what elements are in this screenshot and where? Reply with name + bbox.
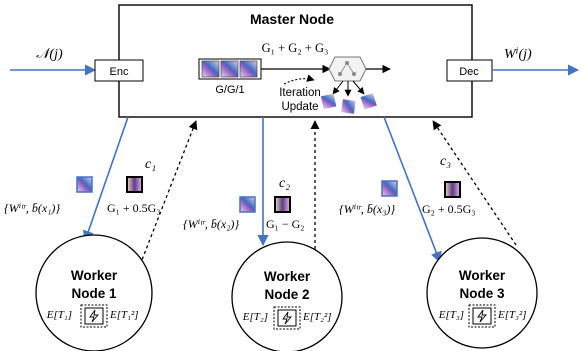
master-node-title: Master Node bbox=[250, 11, 334, 27]
chip-lightning-icon bbox=[80, 304, 108, 328]
enc-label: Enc bbox=[110, 66, 129, 78]
update-square-1 bbox=[320, 93, 337, 110]
worker3-c: c₃ bbox=[440, 154, 451, 169]
worker3-title-1: Worker bbox=[459, 268, 506, 283]
worker2-up-square bbox=[239, 196, 256, 213]
update-square-2 bbox=[341, 99, 356, 114]
update-label: Update bbox=[281, 101, 318, 113]
worker1-down-square bbox=[126, 176, 143, 193]
worker3-up-square bbox=[381, 180, 398, 197]
dec-label: Dec bbox=[459, 66, 479, 78]
fanout-arrow-3 bbox=[352, 80, 365, 95]
worker3-title-2: Node 3 bbox=[459, 286, 505, 301]
input-label: 𝒩(j) bbox=[36, 47, 63, 62]
master-node-box bbox=[118, 4, 473, 118]
worker3-down-label: G₂ + 0.5G₃ bbox=[422, 202, 475, 216]
worker2-title-2: Node 2 bbox=[264, 287, 309, 302]
worker3-stat-right: E[T₃²] bbox=[497, 309, 527, 321]
chip-lightning-icon bbox=[273, 306, 301, 330]
iteration-update-arrow bbox=[283, 74, 315, 85]
worker2-up-label: {Wⁱᵗʳ, b̄(x₂)} bbox=[183, 217, 239, 231]
worker3-to-master-arrow bbox=[432, 120, 517, 246]
queue-icon bbox=[198, 58, 262, 80]
worker1-c: c₁ bbox=[145, 157, 156, 172]
worker2-down-square bbox=[274, 196, 291, 213]
fanout-arrow-1 bbox=[332, 80, 344, 95]
gradient-sum: G₁ + G₂ + G₃ bbox=[262, 41, 329, 55]
worker1-title-2: Node 1 bbox=[71, 286, 117, 301]
worker3-node bbox=[426, 237, 538, 349]
queue-label: G/G/1 bbox=[215, 84, 244, 96]
master-to-worker3-arrow bbox=[383, 116, 442, 264]
worker3-up-label: {Wⁱᵗʳ, b̄(x₃)} bbox=[339, 202, 395, 216]
worker2-stat-right: E[T₂²] bbox=[302, 311, 332, 323]
worker1-title-1: Worker bbox=[71, 268, 118, 283]
worker1-node bbox=[35, 234, 153, 351]
worker2-c: c₂ bbox=[279, 176, 290, 191]
worker1-to-master-arrow bbox=[139, 120, 198, 266]
output-label: Wⁱ(j) bbox=[504, 47, 532, 62]
worker2-node bbox=[231, 241, 343, 351]
worker3-stat-left: E[T₃] bbox=[438, 309, 464, 321]
iteration-label: Iteration bbox=[279, 87, 321, 99]
worker3-down-square bbox=[444, 181, 461, 198]
worker1-down-label: G₁ + 0.5G₃ bbox=[107, 201, 160, 215]
worker1-up-square bbox=[76, 176, 93, 193]
master-to-worker1-arrow bbox=[83, 116, 129, 243]
worker1-stat-left: E[T₁] bbox=[46, 309, 72, 321]
worker2-stat-left: E[T₂] bbox=[242, 311, 268, 323]
update-square-3 bbox=[360, 93, 377, 110]
chip-lightning-icon bbox=[468, 304, 496, 328]
enc-box bbox=[94, 59, 144, 82]
worker1-up-label: {Wⁱᵗʳ, b̄(x₁)} bbox=[4, 201, 60, 215]
server-tree-icon bbox=[328, 56, 367, 82]
worker2-title-1: Worker bbox=[264, 269, 311, 284]
worker1-stat-right: E[T₁²] bbox=[109, 309, 139, 321]
worker2-down-label: G₁ − G₂ bbox=[266, 217, 304, 231]
